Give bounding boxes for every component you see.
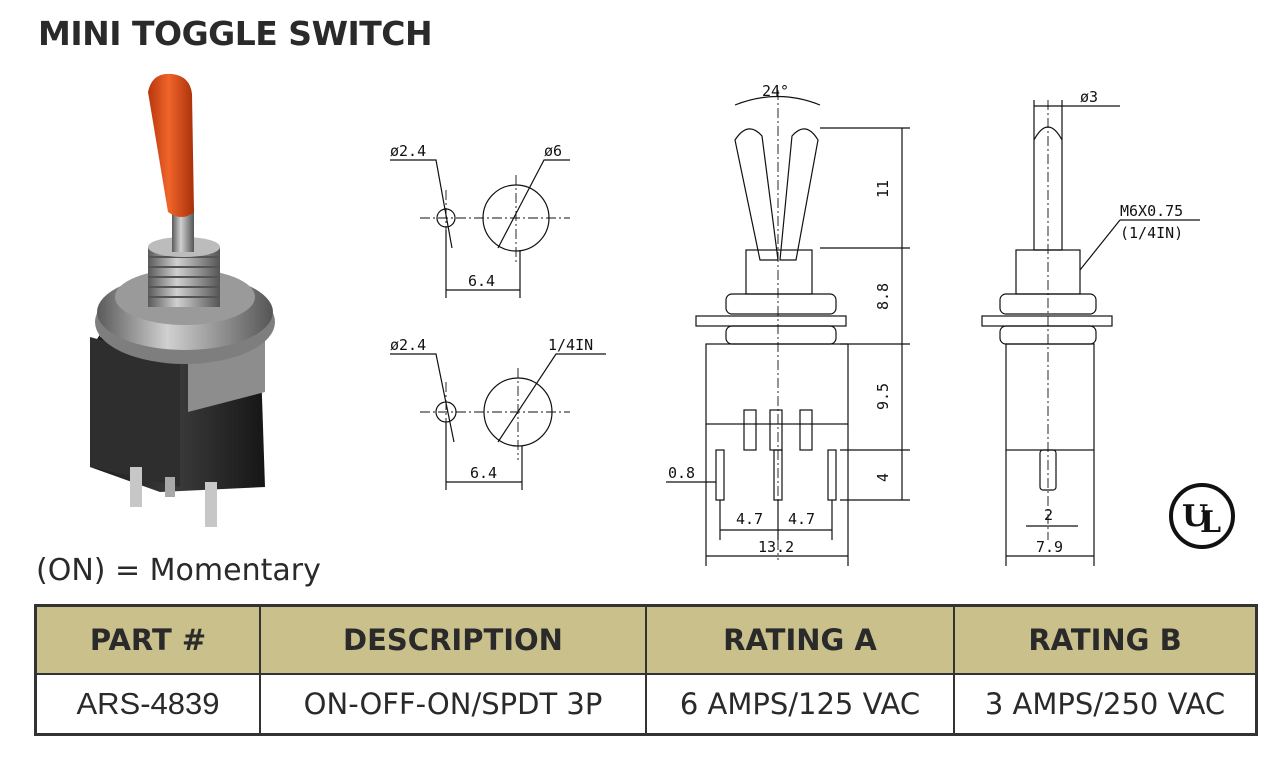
page-title: MINI TOGGLE SWITCH: [38, 14, 433, 53]
dim-label: ø2.4: [390, 142, 426, 160]
spec-table: PART # DESCRIPTION RATING A RATING B ARS…: [34, 604, 1258, 736]
header-rating-a: RATING A: [645, 604, 955, 675]
panel-cutout-metric: ø2.4 ø6 6.4: [390, 142, 570, 298]
dim-label: 4.7: [788, 510, 815, 528]
dim-label: 7.9: [1036, 538, 1063, 556]
side-view: ø3 M6X0.75 (1/4IN) 7.9 2: [981, 88, 1200, 566]
cell-part-number: ARS-4839: [34, 673, 261, 736]
toggle-switch-photo: [90, 73, 275, 527]
header-part: PART #: [34, 604, 261, 675]
front-view: 24° 11 8.8 9.5 4 0.8 4.7 4.7: [666, 82, 910, 566]
dimension-drawings: ø2.4 ø6 6.4 ø2.4 1/4IN 6.4 24°: [390, 82, 1200, 566]
cell-rating-b: 3 AMPS/250 VAC: [953, 673, 1258, 736]
dim-label: 9.5: [874, 383, 892, 410]
table-header-row: PART # DESCRIPTION RATING A RATING B: [34, 604, 1258, 675]
dim-label: 8.8: [874, 283, 892, 310]
ul-logo-icon: U L: [1169, 483, 1235, 549]
dim-label: ø6: [544, 142, 562, 160]
momentary-note: (ON) = Momentary: [36, 553, 321, 588]
svg-text:L: L: [1200, 505, 1221, 540]
header-description: DESCRIPTION: [259, 604, 647, 675]
dim-label: 6.4: [470, 464, 497, 482]
dim-label: 4.7: [736, 510, 763, 528]
dim-label: 13.2: [758, 538, 794, 556]
dim-label: 24°: [762, 82, 789, 100]
dim-label: 4: [874, 473, 892, 482]
header-rating-b: RATING B: [953, 604, 1258, 675]
dim-label: 6.4: [468, 272, 495, 290]
dim-label: ø2.4: [390, 336, 426, 354]
panel-cutout-inch: ø2.4 1/4IN 6.4: [390, 336, 606, 490]
dim-label: 0.8: [668, 464, 695, 482]
cell-rating-a: 6 AMPS/125 VAC: [645, 673, 955, 736]
dim-label: ø3: [1080, 88, 1098, 106]
dim-label: 11: [874, 180, 892, 198]
dim-label: 2: [1044, 506, 1053, 524]
table-row: ARS-4839 ON-OFF-ON/SPDT 3P 6 AMPS/125 VA…: [34, 673, 1258, 736]
cell-description: ON-OFF-ON/SPDT 3P: [259, 673, 647, 736]
svg-text:U: U: [1182, 499, 1208, 534]
dim-label: (1/4IN): [1120, 224, 1183, 242]
dim-label: 1/4IN: [548, 336, 593, 354]
dim-label: M6X0.75: [1120, 202, 1183, 220]
